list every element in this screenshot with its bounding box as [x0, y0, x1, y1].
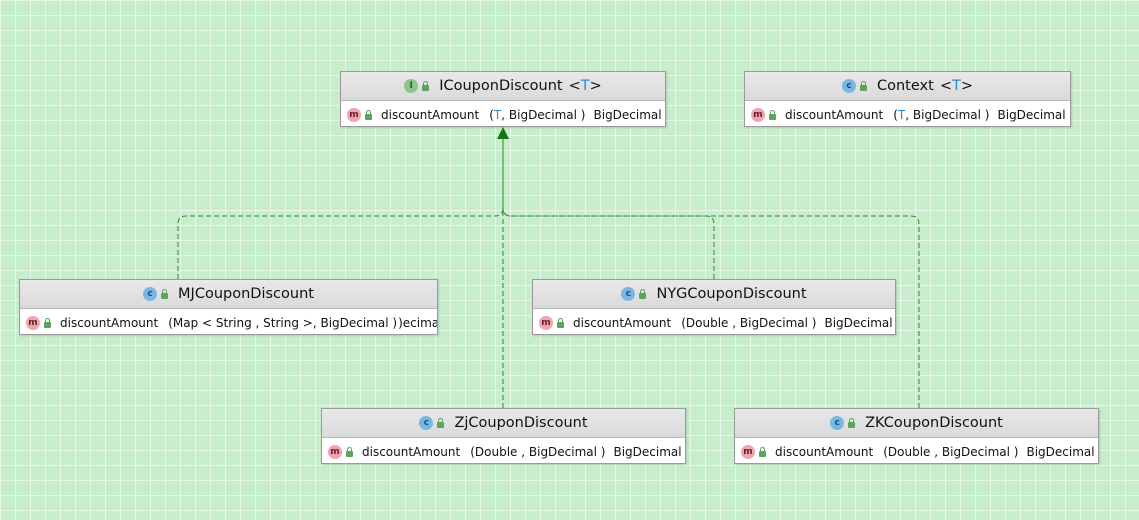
- method-params: (Double , BigDecimal ): [883, 445, 1018, 459]
- method-name: discountAmount: [573, 315, 672, 330]
- params-rest: Map < String , String >, BigDecimal ): [172, 315, 398, 330]
- class-icon: c: [419, 416, 434, 430]
- params-open: (: [489, 107, 494, 122]
- node-header: c MJCouponDiscount: [20, 280, 437, 309]
- node-nygcoupondiscount[interactable]: c NYGCouponDiscount m discountAmount (Do…: [532, 279, 896, 335]
- return-type: BigDecimal: [593, 107, 662, 122]
- node-zkcoupondiscount[interactable]: c ZKCouponDiscount m discountAmount (Dou…: [734, 408, 1099, 464]
- class-name: MJCouponDiscount: [178, 286, 314, 302]
- method-params: (T, BigDecimal ): [489, 108, 585, 122]
- lock-icon: [437, 418, 445, 428]
- class-icon: c: [842, 79, 856, 93]
- method-row: m discountAmount (Map < String , String …: [20, 309, 437, 336]
- class-icon: c: [143, 287, 158, 301]
- class-name: NYGCouponDiscount: [656, 286, 807, 302]
- params-rest: , BigDecimal ): [501, 107, 586, 122]
- method-params: (T, BigDecimal ): [893, 108, 989, 122]
- type-parameter-name: T: [580, 78, 590, 94]
- lock-icon: [860, 81, 867, 91]
- node-icoupondiscount[interactable]: I ICouponDiscount <T> m discountAmount (…: [340, 71, 666, 127]
- edge-mj-to-icoupon: [177, 138, 504, 279]
- node-header: c ZjCouponDiscount: [322, 409, 685, 438]
- method-name: discountAmount: [381, 107, 480, 122]
- class-name: ZjCouponDiscount: [454, 415, 588, 431]
- params-rest: , BigDecimal ): [905, 107, 990, 122]
- method-name: discountAmount: [785, 107, 884, 122]
- method-icon: m: [347, 107, 361, 122]
- interface-icon: I: [404, 79, 419, 93]
- node-header: c Context <T>: [745, 72, 1070, 101]
- method-icon: m: [741, 444, 755, 459]
- params-open: (: [893, 107, 898, 122]
- edge-nyg-to-icoupon: [502, 138, 715, 279]
- node-header: c NYGCouponDiscount: [533, 280, 895, 309]
- method-row: m discountAmount (Double , BigDecimal ) …: [533, 309, 895, 336]
- return-type: BigDecimal: [997, 107, 1066, 122]
- method-name: discountAmount: [60, 315, 159, 330]
- type-parameter: <T>: [939, 78, 973, 94]
- method-params: (Double , BigDecimal ): [681, 316, 816, 330]
- method-row: m discountAmount (T, BigDecimal ) BigDec…: [745, 101, 1070, 128]
- param-type: T: [493, 107, 502, 122]
- params-rest: Double , BigDecimal ): [474, 444, 606, 459]
- params-open: (: [883, 444, 888, 459]
- method-params: (Double , BigDecimal ): [470, 445, 605, 459]
- class-icon: c: [621, 287, 636, 301]
- method-params: (Map < String , String >, BigDecimal ): [168, 316, 397, 330]
- lock-icon: [639, 289, 647, 299]
- class-name: Context: [877, 78, 934, 94]
- edge-arrowhead: [497, 127, 509, 139]
- params-rest: Double , BigDecimal ): [685, 315, 817, 330]
- class-name: ICouponDiscount: [439, 78, 563, 94]
- lock-icon: [422, 81, 430, 91]
- lock-icon: [557, 317, 564, 328]
- method-name: discountAmount: [775, 444, 874, 459]
- params-open: (: [168, 315, 173, 330]
- lock-icon: [161, 289, 169, 299]
- lock-icon: [346, 446, 353, 457]
- type-parameter: <T>: [568, 78, 602, 94]
- return-type: BigDecimal: [1026, 444, 1095, 459]
- node-mjcoupondiscount[interactable]: c MJCouponDiscount m discountAmount (Map…: [19, 279, 438, 335]
- return-type: )ecimal: [398, 315, 437, 330]
- params-open: (: [681, 315, 686, 330]
- lock-icon: [44, 317, 51, 328]
- method-icon: m: [751, 107, 765, 122]
- method-icon: m: [328, 444, 342, 459]
- node-header: I ICouponDiscount <T>: [341, 72, 665, 101]
- node-header: c ZKCouponDiscount: [735, 409, 1098, 438]
- method-row: m discountAmount (Double , BigDecimal ) …: [735, 438, 1098, 465]
- class-icon: c: [830, 416, 845, 430]
- edge-zk-to-icoupon: [502, 138, 920, 408]
- lock-icon: [769, 109, 776, 120]
- lock-icon: [848, 418, 856, 428]
- node-context[interactable]: c Context <T> m discountAmount (T, BigDe…: [744, 71, 1071, 127]
- method-row: m discountAmount (T, BigDecimal ) BigDec…: [341, 101, 665, 128]
- method-row: m discountAmount (Double , BigDecimal ) …: [322, 438, 685, 465]
- class-name: ZKCouponDiscount: [865, 415, 1003, 431]
- lock-icon: [365, 109, 372, 120]
- lock-icon: [759, 446, 766, 457]
- method-icon: m: [539, 315, 553, 330]
- method-name: discountAmount: [362, 444, 461, 459]
- params-rest: Double , BigDecimal ): [887, 444, 1019, 459]
- params-open: (: [470, 444, 475, 459]
- return-type: BigDecimal: [613, 444, 682, 459]
- return-type: BigDecimal: [824, 315, 893, 330]
- node-zjcoupondiscount[interactable]: c ZjCouponDiscount m discountAmount (Dou…: [321, 408, 686, 464]
- method-icon: m: [26, 315, 40, 330]
- param-type: T: [897, 107, 906, 122]
- type-parameter-name: T: [951, 78, 961, 94]
